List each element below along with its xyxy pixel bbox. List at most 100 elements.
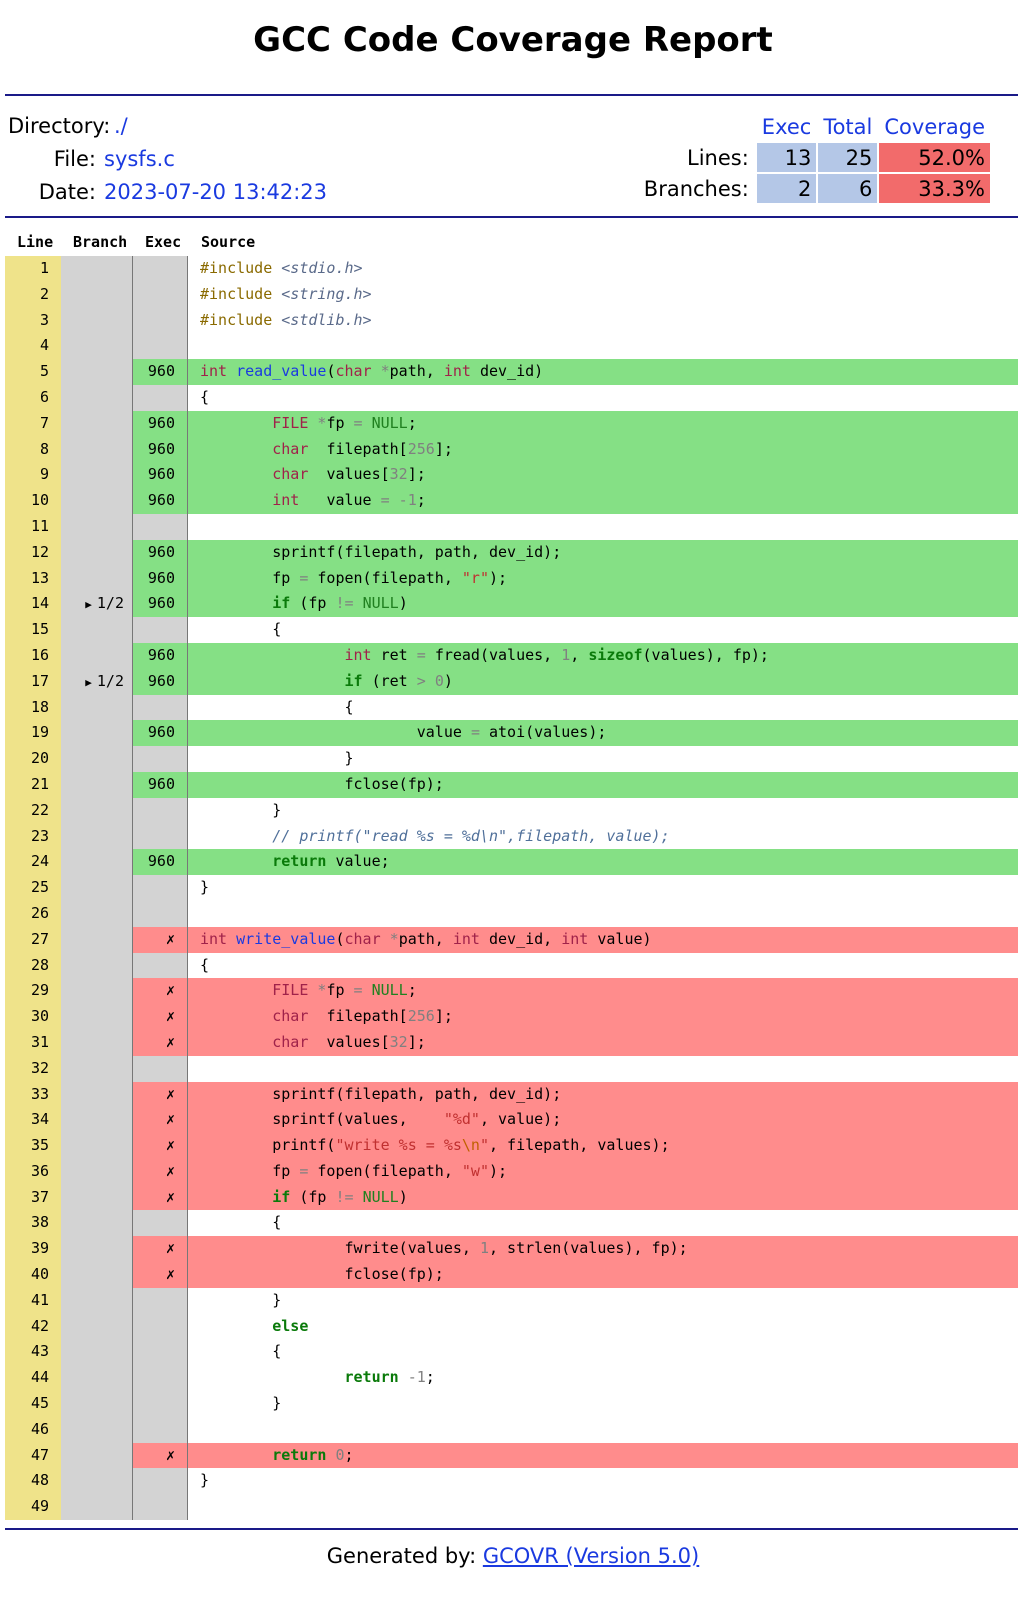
code-token: * (389, 929, 399, 948)
gcovr-link[interactable]: GCOVR (Version 5.0) (482, 1544, 700, 1568)
source-code: fp = fopen(filepath, "r"); (188, 565, 1018, 592)
source-code: sprintf(filepath, path, dev_id); (188, 539, 1018, 566)
line-number: 6 (5, 384, 61, 411)
source-line-row: 22 } (5, 797, 1018, 824)
code-token: ( (335, 929, 345, 948)
code-token: != (335, 594, 363, 613)
branch-cell (61, 746, 132, 772)
source-line-row: 28{ (5, 952, 1018, 979)
exec-count (132, 307, 188, 334)
code-token: #include (200, 259, 282, 277)
source-line-row: 46 (5, 1416, 1018, 1443)
code-token: } (200, 800, 282, 819)
line-number: 25 (5, 875, 61, 901)
code-token: if (272, 1187, 300, 1206)
branch-cell (61, 1158, 132, 1185)
source-code: #include <stdio.h> (188, 256, 1018, 282)
source-line-row: 44 return -1; (5, 1365, 1018, 1392)
branch-cell (61, 1365, 132, 1392)
line-number: 47 (5, 1442, 61, 1469)
not-executed-icon: ✗ (132, 1004, 188, 1030)
lines-coverage: 52.0% (879, 143, 990, 172)
code-token: ]; (434, 1007, 453, 1026)
code-token: fp (200, 568, 300, 587)
line-number: 10 (5, 488, 61, 514)
branch-cell (61, 436, 132, 463)
code-token: * (317, 981, 327, 1000)
code-token: ; (416, 491, 426, 510)
branch-cell (61, 694, 132, 721)
file-link[interactable]: sysfs.c (104, 147, 175, 171)
code-token: (fp (299, 1187, 336, 1206)
code-token: printf( (200, 1136, 336, 1155)
code-token: fp (326, 413, 354, 432)
line-number: 42 (5, 1313, 61, 1340)
not-executed-icon: ✗ (132, 1158, 188, 1185)
code-token: 1 (479, 1239, 489, 1258)
not-executed-icon: ✗ (132, 1133, 188, 1159)
branch-cell[interactable]: ▶ 1/2 (61, 591, 132, 618)
code-token: } (200, 1471, 210, 1490)
code-token: char (335, 362, 381, 381)
code-token: ; (407, 981, 417, 1000)
source-code (188, 333, 1018, 359)
report-meta: Directory:./ File:sysfs.c Date:2023-07-2… (8, 110, 327, 209)
branch-cell[interactable]: ▶ 1/2 (61, 668, 132, 695)
code-token: "w" (461, 1161, 489, 1180)
source-line-row: 43 { (5, 1339, 1018, 1366)
not-executed-icon: ✗ (132, 978, 188, 1005)
code-token: write_value (236, 929, 336, 948)
code-token (200, 981, 272, 999)
source-code: fclose(fp); (188, 1262, 1018, 1288)
branch-cell (61, 952, 132, 979)
directory-link[interactable]: ./ (114, 114, 128, 138)
branch-cell (61, 1184, 132, 1211)
source-code: char filepath[256]; (188, 436, 1018, 463)
code-token: values[ (326, 1032, 390, 1051)
code-token: * (317, 413, 327, 432)
code-token: int (561, 929, 598, 948)
line-number: 9 (5, 462, 61, 489)
not-executed-icon: ✗ (132, 1184, 188, 1211)
code-token: fopen(filepath, (317, 1161, 462, 1180)
summary-header-coverage: Coverage (884, 114, 985, 139)
source-code: { (188, 1339, 1018, 1365)
code-token: fp (326, 981, 354, 1000)
expand-triangle-icon[interactable]: ▶ (85, 598, 92, 612)
code-token: fp (200, 1161, 300, 1180)
exec-count (132, 1365, 188, 1392)
branch-count: 1/2 (96, 594, 124, 613)
code-token: > (416, 671, 435, 690)
expand-triangle-icon[interactable]: ▶ (85, 675, 92, 689)
exec-count: 960 (132, 642, 188, 669)
code-token: 0 (434, 671, 444, 690)
branches-label: Branches: (643, 176, 749, 201)
code-token: 32 (389, 1032, 408, 1051)
source-line-row: 30✗ char filepath[256]; (5, 1004, 1018, 1030)
code-token: ) (398, 594, 408, 613)
line-number: 23 (5, 823, 61, 850)
code-token: values[ (326, 465, 390, 484)
line-number: 45 (5, 1391, 61, 1417)
branch-count: 1/2 (96, 671, 124, 690)
exec-count (132, 694, 188, 721)
line-number: 46 (5, 1416, 61, 1443)
not-executed-icon: ✗ (132, 1081, 188, 1108)
source-line-row: 47✗ return 0; (5, 1442, 1018, 1469)
code-token: int (200, 362, 237, 381)
line-number: 19 (5, 720, 61, 747)
code-token: fread(values, (434, 645, 562, 664)
code-token: ]; (434, 439, 453, 458)
footer-prefix: Generated by: (326, 1544, 483, 1568)
exec-count: 960 (132, 668, 188, 695)
code-token: 1 (407, 491, 417, 510)
source-code: int ret = fread(values, 1, sizeof(values… (188, 642, 1018, 669)
code-token: , (570, 645, 589, 664)
line-number: 4 (5, 333, 61, 360)
branch-cell (61, 333, 132, 360)
column-header-source: Source (201, 233, 256, 251)
